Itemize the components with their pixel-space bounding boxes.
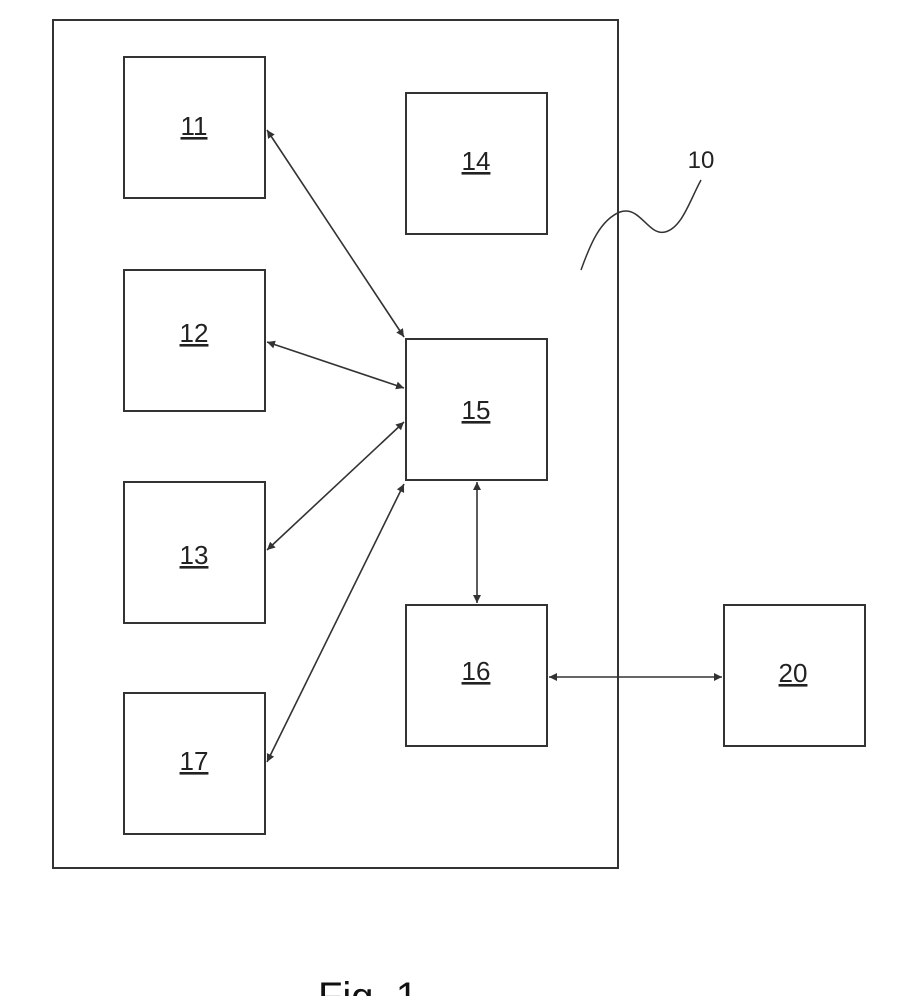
reference-10-leader (581, 180, 701, 270)
block-12-label: 12 (180, 318, 209, 348)
connector-11-15 (267, 130, 404, 337)
block-13-label: 13 (180, 540, 209, 570)
block-17: 17 (124, 693, 265, 834)
block-15: 15 (406, 339, 547, 480)
block-16: 16 (406, 605, 547, 746)
block-15-label: 15 (462, 395, 491, 425)
connector-13-15 (267, 422, 404, 550)
reference-10-label: 10 (688, 147, 715, 174)
connector-12-15 (267, 342, 404, 388)
block-11-label: 11 (181, 111, 208, 141)
block-13: 13 (124, 482, 265, 623)
block-20: 20 (724, 605, 865, 746)
block-11: 11 (124, 57, 265, 198)
block-12: 12 (124, 270, 265, 411)
block-14-label: 14 (462, 146, 491, 176)
block-16-label: 16 (462, 656, 491, 686)
block-14: 14 (406, 93, 547, 234)
block-20-label: 20 (779, 658, 808, 688)
connector-17-15 (267, 484, 404, 762)
figure-caption: Fig. 1 (318, 975, 418, 996)
block-17-label: 17 (180, 746, 209, 776)
